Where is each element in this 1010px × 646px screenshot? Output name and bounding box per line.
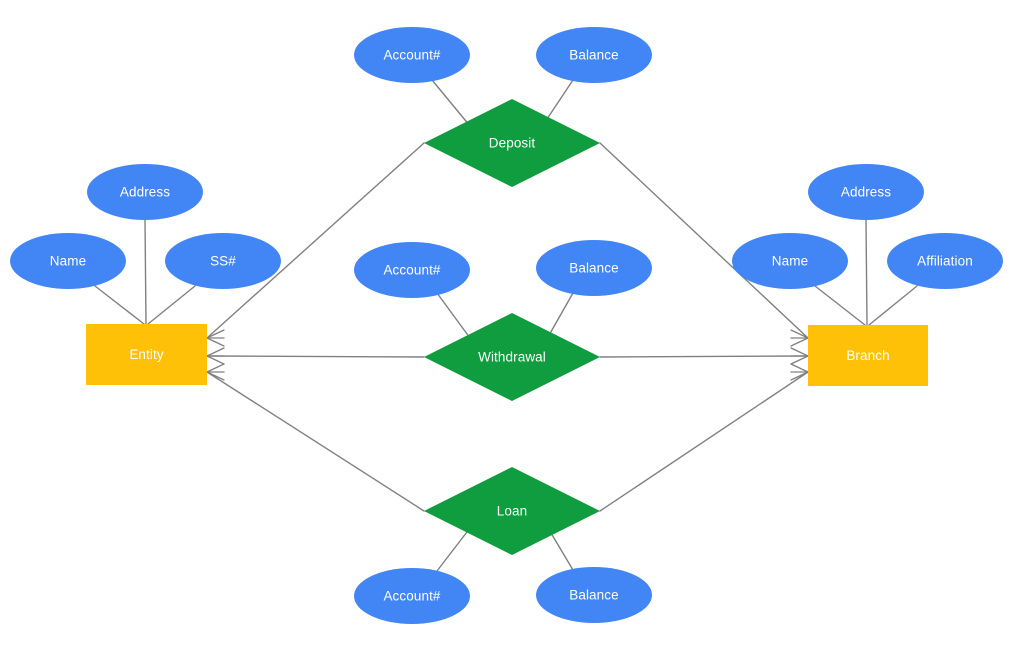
attr-entity-ss-label: SS# <box>210 254 236 269</box>
edge-entity-deposit <box>206 142 425 339</box>
withdrawal-label: Withdrawal <box>478 350 546 365</box>
attr-branch-name-shape[interactable] <box>732 233 848 289</box>
attribute-attr-branch-affiliation[interactable]: Affiliation <box>887 233 1003 289</box>
crow-branch-loan <box>790 363 809 381</box>
attribute-attr-deposit-account[interactable]: Account# <box>354 27 470 83</box>
deposit-label: Deposit <box>489 136 536 151</box>
edge-loan-balance <box>547 527 574 571</box>
attribute-attr-loan-balance[interactable]: Balance <box>536 567 652 623</box>
edge-withdrawal-account <box>436 292 471 339</box>
attr-branch-address-label: Address <box>841 185 891 200</box>
attr-branch-address-shape[interactable] <box>808 164 924 220</box>
attr-loan-balance-label: Balance <box>569 588 619 603</box>
attr-entity-address-shape[interactable] <box>87 164 203 220</box>
loan-shape[interactable] <box>424 467 600 555</box>
crow-branch-loan-prong <box>790 371 809 381</box>
crow-entity-deposit-prong <box>206 329 225 339</box>
entity-branch[interactable]: Branch <box>808 325 928 386</box>
attr-entity-name-shape[interactable] <box>10 233 126 289</box>
attribute-attr-withdrawal-account[interactable]: Account# <box>354 242 470 298</box>
crow-branch-deposit-prong <box>790 337 809 347</box>
attr-branch-name-label: Name <box>772 254 808 269</box>
edge-entity-address <box>144 219 147 325</box>
attr-withdrawal-balance-shape[interactable] <box>536 240 652 296</box>
attr-entity-address-label: Address <box>120 185 170 200</box>
edge-withdrawal-branch <box>599 355 809 358</box>
entity-entity[interactable]: Entity <box>86 324 207 385</box>
edge-branch-address <box>865 219 868 326</box>
edge-deposit-branch <box>599 142 809 339</box>
crow-branch-deposit-prong <box>790 329 809 339</box>
edge-entity-name <box>94 285 145 325</box>
edge-branch-affiliation <box>868 285 918 326</box>
edge-entity-ss <box>147 285 196 325</box>
attribute-attr-entity-ss[interactable]: SS# <box>165 233 281 289</box>
edge-entity-withdrawal <box>206 355 425 358</box>
crow-entity-deposit-prong <box>206 337 225 347</box>
edge-deposit-account <box>431 79 471 127</box>
attr-loan-balance-shape[interactable] <box>536 567 652 623</box>
attr-deposit-balance-label: Balance <box>569 48 619 63</box>
attribute-attr-deposit-balance[interactable]: Balance <box>536 27 652 83</box>
attr-entity-name-label: Name <box>50 254 86 269</box>
withdrawal-shape[interactable] <box>424 313 600 401</box>
branch-label: Branch <box>846 348 889 363</box>
crow-entity-deposit <box>206 329 225 347</box>
attr-loan-account-shape[interactable] <box>354 568 470 624</box>
crow-entity-loan-prong <box>206 363 225 373</box>
attr-entity-ss-shape[interactable] <box>165 233 281 289</box>
attribute-attr-entity-name[interactable]: Name <box>10 233 126 289</box>
edge-loan-branch <box>599 371 809 512</box>
relationship-withdrawal[interactable]: Withdrawal <box>424 313 600 401</box>
attr-withdrawal-account-shape[interactable] <box>354 242 470 298</box>
attr-deposit-account-shape[interactable] <box>354 27 470 83</box>
attribute-attr-branch-address[interactable]: Address <box>808 164 924 220</box>
crow-branch-withdrawal-prong <box>790 355 809 365</box>
attribute-attr-entity-address[interactable]: Address <box>87 164 203 220</box>
attribute-attr-branch-name[interactable]: Name <box>732 233 848 289</box>
cardinality-layer <box>206 329 809 381</box>
attr-deposit-balance-shape[interactable] <box>536 27 652 83</box>
attr-branch-affiliation-shape[interactable] <box>887 233 1003 289</box>
attr-withdrawal-balance-label: Balance <box>569 261 619 276</box>
loan-label: Loan <box>497 504 527 519</box>
attribute-attr-loan-account[interactable]: Account# <box>354 568 470 624</box>
crow-branch-deposit <box>790 329 809 347</box>
entity-label: Entity <box>129 347 164 362</box>
crow-entity-withdrawal <box>206 347 225 365</box>
relationship-loan[interactable]: Loan <box>424 467 600 555</box>
entity-shape[interactable] <box>86 324 207 385</box>
entity-layer: Entity Branch <box>86 324 928 386</box>
crow-branch-withdrawal-prong <box>790 347 809 357</box>
attribute-attr-withdrawal-balance[interactable]: Balance <box>536 240 652 296</box>
edge-layer <box>94 79 918 572</box>
crow-entity-withdrawal-prong <box>206 355 225 365</box>
edge-loan-account <box>436 527 471 572</box>
branch-shape[interactable] <box>808 325 928 386</box>
edge-entity-loan <box>206 371 425 512</box>
crow-branch-withdrawal <box>790 347 809 365</box>
crow-entity-withdrawal-prong <box>206 347 225 357</box>
relationship-deposit[interactable]: Deposit <box>424 99 600 187</box>
crow-entity-loan <box>206 363 225 381</box>
attr-branch-affiliation-label: Affiliation <box>917 254 973 269</box>
crow-entity-loan-prong <box>206 371 225 381</box>
edge-branch-name <box>814 285 866 326</box>
deposit-shape[interactable] <box>424 99 600 187</box>
attr-withdrawal-account-label: Account# <box>383 263 440 278</box>
crow-branch-loan-prong <box>790 363 809 373</box>
attr-loan-account-label: Account# <box>383 589 440 604</box>
attr-deposit-account-label: Account# <box>383 48 440 63</box>
edge-withdrawal-balance <box>547 292 574 338</box>
